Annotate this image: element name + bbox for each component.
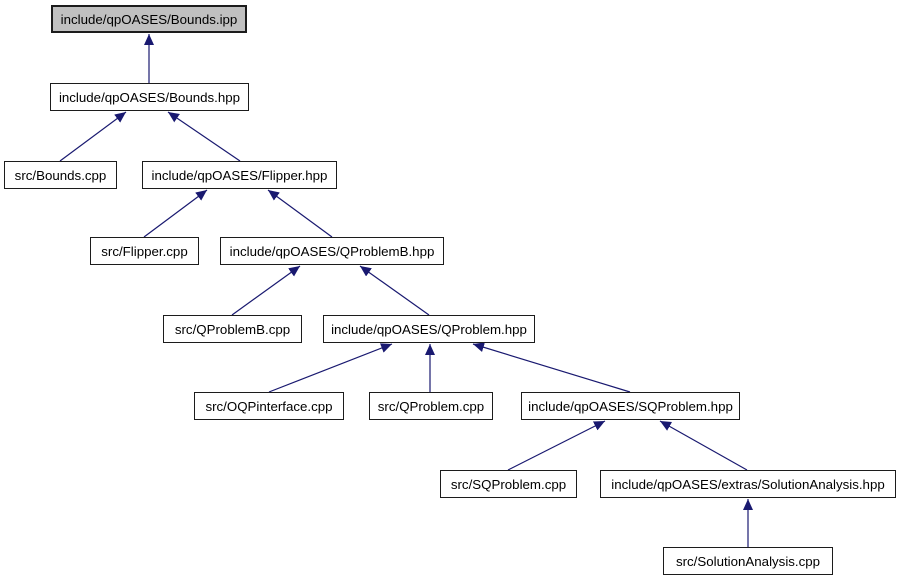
edge-flipper-cpp-to-flipper-hpp (143, 189, 208, 238)
node-bounds-ipp[interactable]: include/qpOASES/Bounds.ipp (51, 5, 247, 33)
edge-sqproblem-cpp-to-sqproblem-hpp (507, 420, 606, 471)
node-solutionanalysis-cpp[interactable]: src/SolutionAnalysis.cpp (663, 547, 833, 575)
edge-bounds-cpp-to-bounds-hpp (59, 111, 127, 162)
edge-sqproblem-hpp-to-qproblem-hpp (472, 342, 631, 393)
node-sqproblem-cpp[interactable]: src/SQProblem.cpp (440, 470, 577, 498)
edge-qproblem-hpp-to-qproblemb-hpp (359, 265, 430, 316)
edge-solutionanalysis-hpp-to-sqproblem-hpp (659, 420, 748, 471)
node-qproblemb-hpp[interactable]: include/qpOASES/QProblemB.hpp (220, 237, 444, 265)
node-bounds-cpp[interactable]: src/Bounds.cpp (4, 161, 117, 189)
node-flipper-cpp[interactable]: src/Flipper.cpp (90, 237, 199, 265)
node-qproblem-hpp[interactable]: include/qpOASES/QProblem.hpp (323, 315, 535, 343)
node-flipper-hpp[interactable]: include/qpOASES/Flipper.hpp (142, 161, 337, 189)
node-qproblemb-cpp[interactable]: src/QProblemB.cpp (163, 315, 302, 343)
node-qproblem-cpp[interactable]: src/QProblem.cpp (369, 392, 493, 420)
node-solutionanalysis-hpp[interactable]: include/qpOASES/extras/SolutionAnalysis.… (600, 470, 896, 498)
node-oqpinterface-cpp[interactable]: src/OQPinterface.cpp (194, 392, 344, 420)
edge-oqpinterface-cpp-to-qproblem-hpp (268, 343, 393, 393)
edge-qproblemb-hpp-to-flipper-hpp (267, 189, 333, 238)
edge-qproblemb-cpp-to-qproblemb-hpp (231, 265, 301, 316)
node-sqproblem-hpp[interactable]: include/qpOASES/SQProblem.hpp (521, 392, 740, 420)
edge-flipper-hpp-to-bounds-hpp (167, 111, 241, 162)
node-bounds-hpp[interactable]: include/qpOASES/Bounds.hpp (50, 83, 249, 111)
